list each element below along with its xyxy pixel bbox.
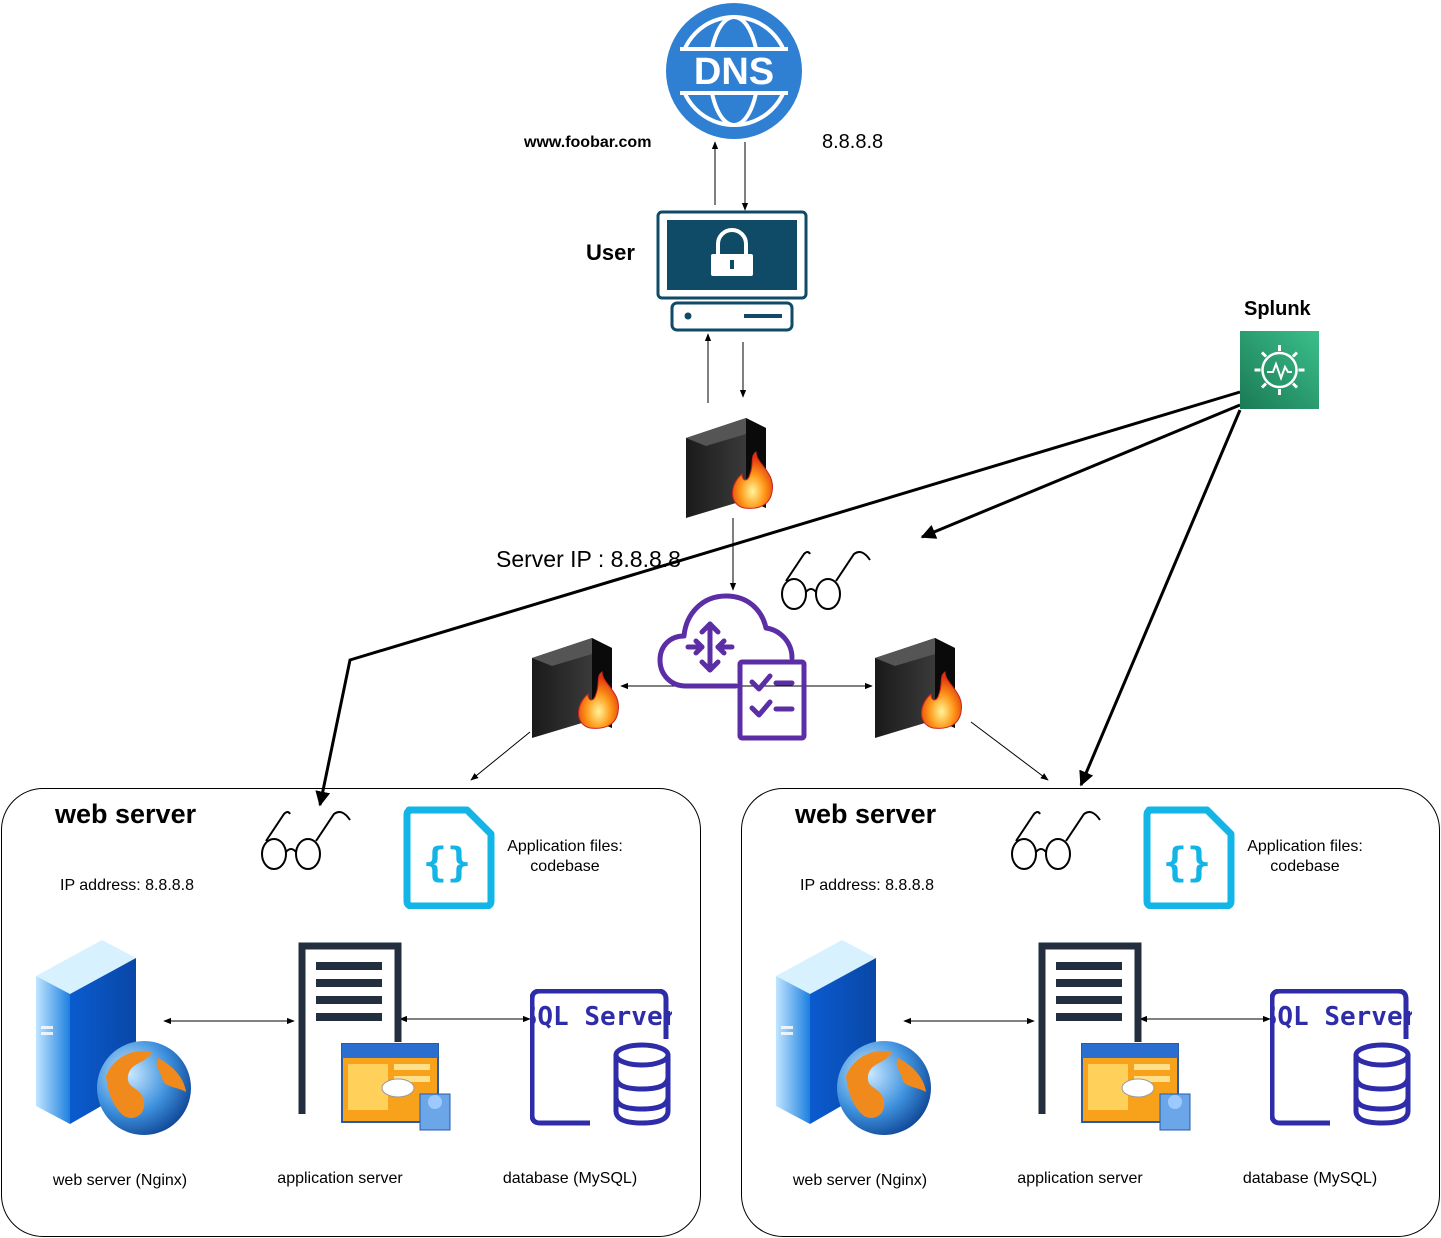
sql-database-icon: SQL Server bbox=[1262, 988, 1418, 1127]
splunk-monitoring-icon bbox=[1240, 331, 1319, 409]
application-server-icon bbox=[298, 942, 454, 1142]
app-files-sub: codebase bbox=[1270, 858, 1340, 875]
web-server-label: web server (Nginx) bbox=[792, 1172, 928, 1189]
code-file-icon: {} bbox=[403, 806, 495, 910]
splunk-label: Splunk bbox=[1244, 298, 1311, 320]
app-files-label: Application files: codebase bbox=[500, 838, 630, 876]
app-files-title: Application files: bbox=[507, 838, 623, 855]
database-label: database (MySQL) bbox=[502, 1170, 638, 1187]
dns-globe-icon: DNS bbox=[664, 1, 804, 141]
firewall-icon bbox=[873, 628, 968, 740]
domain-label: www.foobar.com bbox=[524, 134, 652, 151]
app-server-label: application server bbox=[1017, 1170, 1143, 1187]
sql-database-icon: SQL Server bbox=[522, 988, 678, 1127]
dns-ip-label: 8.8.8.8 bbox=[822, 131, 884, 153]
ip-address-label: IP address: 8.8.8.8 bbox=[800, 877, 935, 894]
app-files-title: Application files: bbox=[1247, 838, 1363, 855]
cloud-load-balancer-icon bbox=[656, 590, 808, 744]
panel-title: web server bbox=[795, 799, 937, 829]
code-file-icon: {} bbox=[1143, 806, 1235, 910]
dns-label: DNS bbox=[694, 51, 774, 93]
user-label: User bbox=[586, 240, 635, 265]
web-server-globe-icon bbox=[774, 936, 934, 1136]
database-label: database (MySQL) bbox=[1242, 1170, 1378, 1187]
firewall-icon bbox=[530, 628, 625, 740]
server-ip-label: Server IP : 8.8.8.8 bbox=[496, 546, 681, 572]
svg-text:{}: {} bbox=[423, 840, 471, 886]
panel-title: web server bbox=[55, 799, 197, 829]
app-server-label: application server bbox=[277, 1170, 403, 1187]
sql-badge: SQL Server bbox=[530, 1002, 672, 1032]
svg-text:{}: {} bbox=[1163, 840, 1211, 886]
web-server-label: web server (Nginx) bbox=[52, 1172, 188, 1189]
sql-badge: SQL Server bbox=[1270, 1002, 1412, 1032]
app-files-sub: codebase bbox=[530, 858, 600, 875]
ip-address-label: IP address: 8.8.8.8 bbox=[60, 877, 195, 894]
locked-computer-icon bbox=[656, 210, 808, 334]
app-files-label: Application files: codebase bbox=[1240, 838, 1370, 876]
firewall-icon bbox=[684, 408, 779, 520]
glasses-icon bbox=[1008, 808, 1104, 872]
glasses-icon bbox=[258, 808, 354, 872]
glasses-icon bbox=[778, 548, 874, 612]
web-server-globe-icon bbox=[34, 936, 194, 1136]
application-server-icon bbox=[1038, 942, 1194, 1142]
